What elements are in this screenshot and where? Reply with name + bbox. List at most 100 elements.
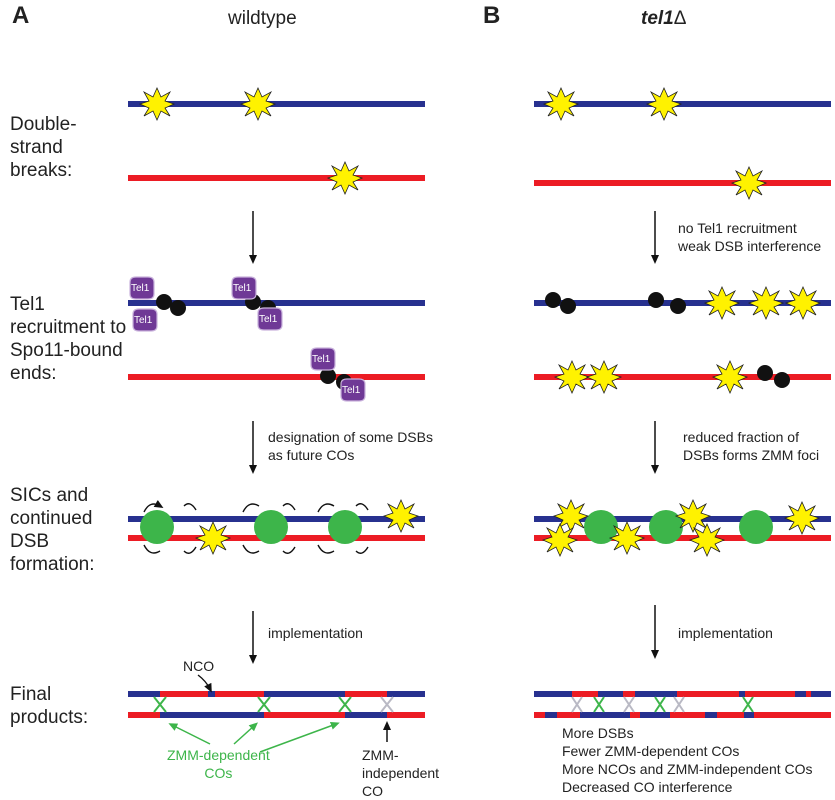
row-label-sic-line2: continued — [10, 508, 93, 529]
chromosome-red — [534, 180, 831, 186]
row-label-sic-line1: SICs and — [10, 485, 89, 506]
panel-b-title-gene: tel1 — [641, 8, 674, 29]
chromosome-red — [534, 374, 831, 380]
dsb-star — [195, 521, 231, 555]
dsb-star — [542, 523, 578, 557]
dsb-star — [785, 286, 821, 320]
nco-label: NCO — [183, 658, 215, 674]
row-label-final: Final products: — [10, 683, 88, 729]
chromosome-blue — [128, 101, 425, 107]
tel1-label: Tel1 — [134, 315, 153, 326]
row-label-dsb-line2: strand — [10, 137, 63, 158]
panel-b-title-delta: Δ — [673, 8, 687, 29]
spo11-protein — [774, 372, 790, 388]
summary-list: More DSBs Fewer ZMM-dependent COs More N… — [562, 724, 813, 796]
panel-b-letter: B — [483, 2, 501, 29]
zmm-dependent-label: ZMM-dependent COs — [167, 746, 270, 782]
summary-item: More DSBs — [562, 725, 634, 741]
panel-b-title: tel1Δ — [641, 8, 686, 30]
curved-arrows — [143, 499, 369, 554]
tel1-label: Tel1 — [342, 385, 361, 396]
note-reduced-line1: reduced fraction of — [683, 429, 799, 445]
note-implementation-b: implementation — [678, 625, 773, 641]
dsb-star — [383, 499, 419, 533]
note-designation: designation of some DSBs as future COs — [268, 428, 433, 464]
dsb-star — [646, 87, 682, 121]
spo11-protein — [648, 292, 664, 308]
summary-item: Decreased CO interference — [562, 779, 733, 795]
row-label-tel1-line3: Spo11-bound — [10, 340, 123, 361]
spo11-tel1-complex — [231, 276, 283, 331]
dsb-star — [731, 166, 767, 200]
zmm-focus — [584, 510, 618, 544]
dsb-star — [543, 87, 579, 121]
note-no-tel1: no Tel1 recruitment weak DSB interferenc… — [678, 219, 821, 255]
zmm-independent-line3: CO — [362, 783, 383, 799]
note-reduced: reduced fraction of DSBs forms ZMM foci — [683, 428, 819, 464]
final-chromosome-bottom — [534, 712, 831, 718]
spo11-protein — [156, 294, 172, 310]
row-label-sic: SICs and continued DSB formation: — [10, 484, 94, 576]
dsb-star — [689, 523, 725, 557]
dsb-star — [609, 521, 645, 555]
dsb-star — [712, 360, 748, 394]
zmm-independent-line1: ZMM- — [362, 747, 399, 763]
tel1-label: Tel1 — [233, 283, 252, 294]
spo11-tel1-complex — [129, 276, 186, 332]
zmm-focus — [739, 510, 773, 544]
zmm-independent-label: ZMM- independent CO — [362, 746, 439, 800]
zmm-focus — [649, 510, 683, 544]
row-label-tel1-line2: recruitment to — [10, 317, 127, 338]
dsb-star — [586, 360, 622, 394]
note-no-tel1-line2: weak DSB interference — [678, 238, 822, 254]
row-label-dsb-line3: breaks: — [10, 160, 73, 181]
zmm-focus — [328, 510, 362, 544]
dsb-star — [554, 360, 590, 394]
note-no-tel1-line1: no Tel1 recruitment — [678, 220, 797, 236]
row-label-dsb: Double- strand breaks: — [10, 113, 77, 182]
dsb-star — [139, 87, 175, 121]
row-label-sic-line3: DSB — [10, 531, 50, 552]
tel1-label: Tel1 — [131, 283, 150, 294]
zmm-dependent-line1: ZMM-dependent — [167, 747, 270, 763]
row-label-dsb-line1: Double- — [10, 114, 77, 135]
spo11-protein — [560, 298, 576, 314]
row-label-sic-line4: formation: — [10, 554, 95, 575]
final-chromosome-top — [534, 691, 831, 697]
spo11-tel1-complex — [310, 347, 366, 402]
dsb-star — [704, 286, 740, 320]
row-label-final-line2: products: — [10, 707, 89, 728]
row-label-tel1-line1: Tel1 — [10, 294, 45, 315]
spo11-protein — [757, 365, 773, 381]
zmm-dependent-arrow — [233, 722, 258, 745]
crossover-green — [593, 696, 754, 713]
dsb-star — [675, 499, 711, 533]
dsb-star — [240, 87, 276, 121]
panel-a-letter: A — [12, 2, 30, 29]
chromosome-blue — [534, 101, 831, 107]
dsb-star — [784, 501, 820, 535]
final-chromosome-top — [128, 691, 425, 697]
crossover-green — [153, 696, 352, 713]
crossover-grey — [380, 696, 394, 713]
note-implementation-a: implementation — [268, 625, 363, 641]
chromosome-red — [128, 175, 425, 181]
row-label-tel1-line4: ends: — [10, 363, 57, 384]
spo11-protein — [170, 300, 186, 316]
note-reduced-line2: DSBs forms ZMM foci — [683, 447, 820, 463]
zmm-independent-line2: independent — [362, 765, 440, 781]
chromosome-blue — [128, 300, 425, 306]
chromosome-red — [534, 535, 831, 541]
row-label-tel1: Tel1 recruitment to Spo11-bound ends: — [10, 293, 126, 385]
zmm-dependent-arrow — [168, 723, 211, 745]
spo11-protein — [670, 298, 686, 314]
zmm-focus — [254, 510, 288, 544]
note-designation-line1: designation of some DSBs — [268, 429, 433, 445]
tel1-label: Tel1 — [259, 314, 278, 325]
summary-item: More NCOs and ZMM-independent COs — [562, 761, 813, 777]
row-label-final-line1: Final — [10, 684, 52, 705]
note-designation-line2: as future COs — [268, 447, 355, 463]
dsb-star — [327, 161, 363, 195]
spo11-protein — [545, 292, 561, 308]
